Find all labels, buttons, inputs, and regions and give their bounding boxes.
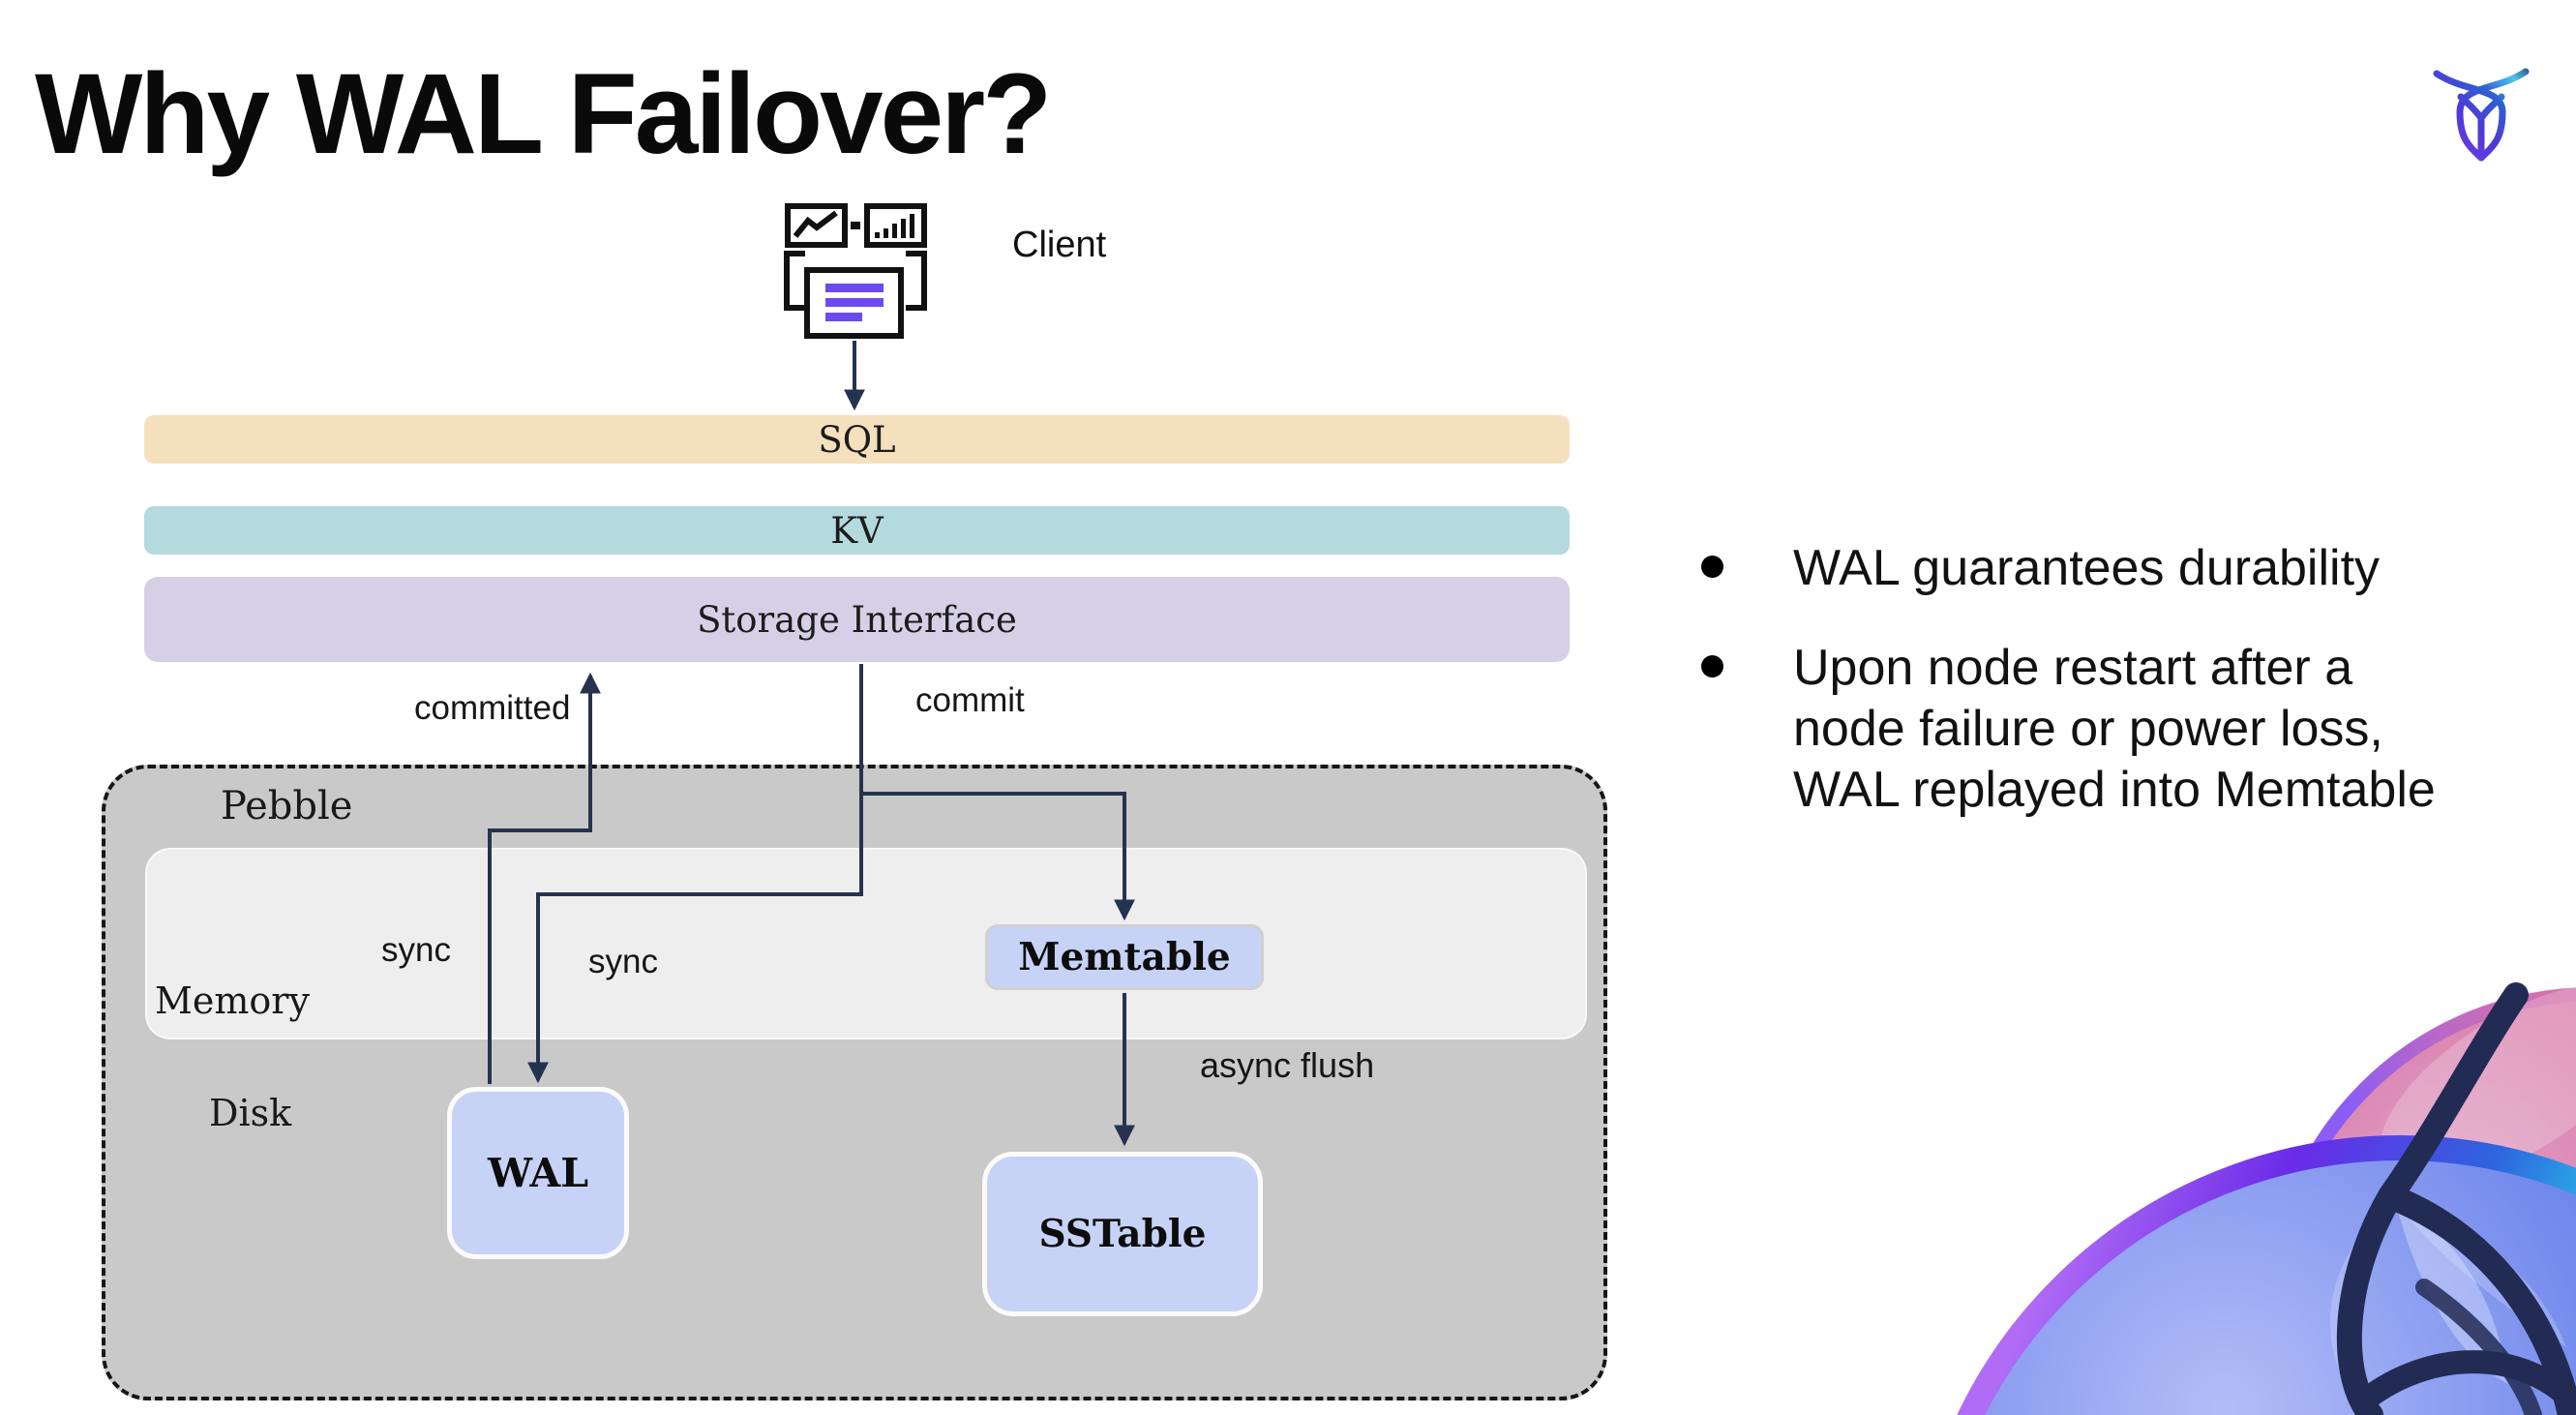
bullet-item: WAL guarantees durability xyxy=(1701,538,2553,599)
memtable-label: Memtable xyxy=(1018,935,1231,979)
client-label: Client xyxy=(1012,225,1107,265)
memtable-box: Memtable xyxy=(985,924,1264,990)
bullet-item: Upon node restart after a node failure o… xyxy=(1701,638,2553,821)
memory-band xyxy=(145,848,1587,1039)
bar-chart-icon xyxy=(864,203,927,248)
line-chart-icon xyxy=(785,203,848,248)
layer-kv-label: KV xyxy=(830,509,884,552)
bullet-text: Upon node restart after a node failure o… xyxy=(1793,640,2436,818)
memory-label: Memory xyxy=(155,979,310,1022)
document-icon xyxy=(784,251,927,339)
layer-kv: KV xyxy=(144,506,1570,555)
bullet-dot-icon xyxy=(1701,556,1723,578)
wal-label: WAL xyxy=(487,1150,589,1196)
layer-sql-label: SQL xyxy=(818,418,896,461)
pebble-label: Pebble xyxy=(221,784,353,828)
disk-label: Disk xyxy=(209,1092,292,1134)
sstable-label: SSTable xyxy=(1038,1212,1207,1256)
dash-connector xyxy=(851,222,860,229)
committed-label: committed xyxy=(414,689,571,727)
commit-label: commit xyxy=(915,681,1025,719)
sstable-box: SSTable xyxy=(982,1152,1263,1316)
layer-storage-interface: Storage Interface xyxy=(144,577,1570,662)
wal-box: WAL xyxy=(447,1087,629,1259)
bullet-text: WAL guarantees durability xyxy=(1793,540,2381,596)
bullet-dot-icon xyxy=(1701,655,1723,677)
async-flush-label: async flush xyxy=(1200,1045,1375,1085)
bullet-list: WAL guarantees durability Upon node rest… xyxy=(1701,538,2553,859)
sync-right-label: sync xyxy=(588,943,658,980)
layer-sql: SQL xyxy=(144,415,1570,464)
sync-left-label: sync xyxy=(381,931,451,969)
decorative-orb-graphic xyxy=(1957,982,2576,1415)
page-title: Why WAL Failover? xyxy=(35,50,1052,178)
layer-storage-interface-label: Storage Interface xyxy=(697,598,1017,641)
cockroachdb-logo-icon xyxy=(2433,68,2530,162)
client-icon xyxy=(784,203,927,339)
